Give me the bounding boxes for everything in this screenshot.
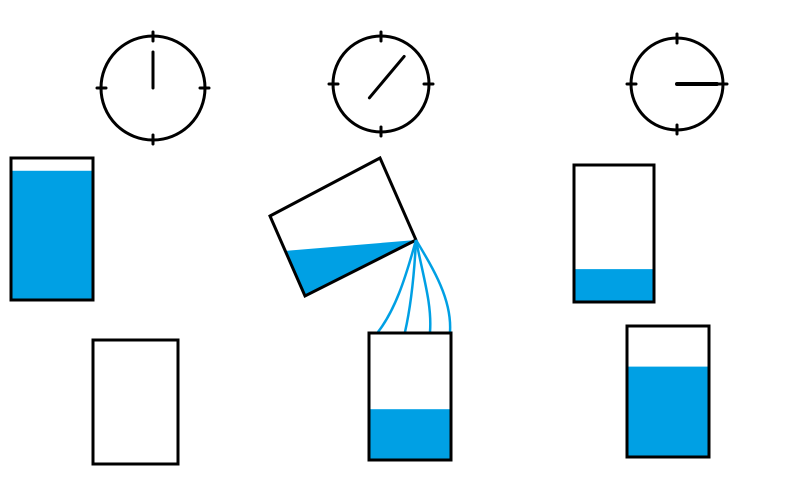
- container-start-bottom: [91, 338, 180, 466]
- container-start-top: [9, 156, 95, 302]
- container-end-bottom: [625, 324, 711, 459]
- water-stream: [414, 239, 432, 333]
- clock-middle: [327, 30, 435, 138]
- container-middle-tilted: [268, 155, 418, 299]
- water-level: [574, 269, 654, 302]
- water-level: [369, 409, 451, 460]
- clock-end: [625, 32, 729, 136]
- water-level: [284, 240, 416, 296]
- water-level: [11, 170, 93, 300]
- water-stream: [414, 239, 452, 333]
- water-level: [627, 366, 709, 457]
- container-end-top: [572, 163, 656, 304]
- water-stream: [403, 239, 418, 333]
- water-stream: [377, 239, 418, 333]
- container-middle-bottom: [367, 331, 453, 462]
- clock-start: [95, 30, 211, 146]
- pour-streams: [377, 239, 452, 333]
- clock-hand: [367, 54, 406, 100]
